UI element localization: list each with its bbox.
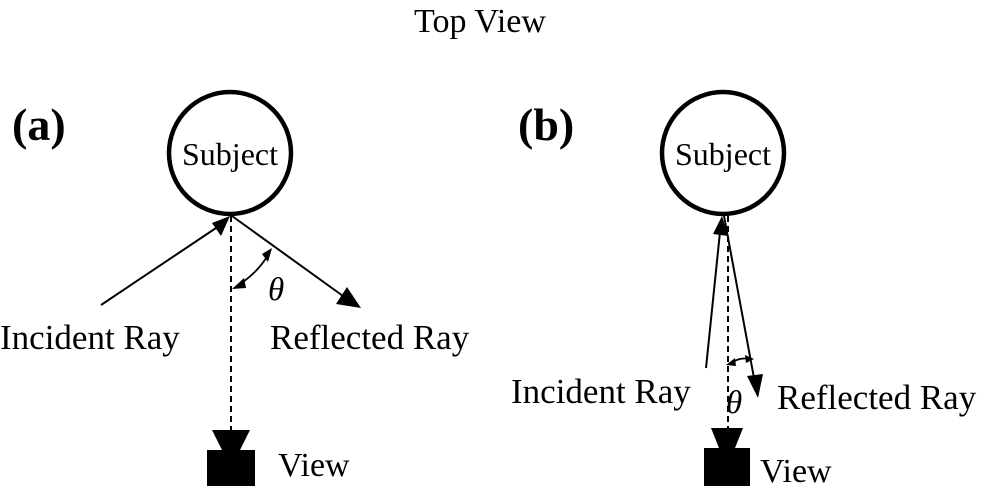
camera-icon xyxy=(704,428,750,486)
panel-b: (b) Subject θ Incident Ray Reflected Ray… xyxy=(511,89,977,486)
panel-a-reflected-label: Reflected Ray xyxy=(270,318,470,357)
panel-b-incident-label: Incident Ray xyxy=(511,372,691,411)
panel-b-subject-label: Subject xyxy=(675,136,771,172)
panel-a-angle-arrow-left xyxy=(232,278,246,289)
panel-a-incident-arrowhead xyxy=(212,216,230,236)
panel-b-reflected-label: Reflected Ray xyxy=(777,378,977,417)
panel-b-reflected-ray xyxy=(723,215,755,379)
panel-b-incident-ray xyxy=(705,231,721,369)
panel-a-reflected-arrowhead xyxy=(336,287,361,308)
panel-b-view-label: View xyxy=(760,453,832,486)
panel-a: (a) Subject θ Incident Ray Reflected Ray… xyxy=(0,89,470,486)
panel-a-subject-circle xyxy=(166,89,294,217)
camera-icon xyxy=(207,430,255,486)
panel-b-angle-arrow-left xyxy=(726,358,736,366)
diagram-title: Top View xyxy=(414,3,546,40)
panel-a-label: (a) xyxy=(12,99,66,150)
panel-b-theta: θ xyxy=(726,385,742,421)
panel-a-reflected-ray xyxy=(231,215,344,297)
panel-b-incident-arrowhead xyxy=(713,216,728,236)
panel-a-incident-ray xyxy=(100,225,220,306)
panel-b-subject-circle xyxy=(659,89,787,217)
panel-b-angle-arrow-right xyxy=(745,355,754,363)
panel-b-reflected-arrowhead xyxy=(747,374,763,398)
panel-a-incident-label: Incident Ray xyxy=(0,318,180,357)
panel-a-theta: θ xyxy=(268,272,284,308)
panel-a-subject-label: Subject xyxy=(182,136,278,172)
panel-a-view-label: View xyxy=(278,447,350,484)
panel-b-label: (b) xyxy=(518,99,574,150)
panel-a-angle-arrow-right xyxy=(262,248,272,262)
